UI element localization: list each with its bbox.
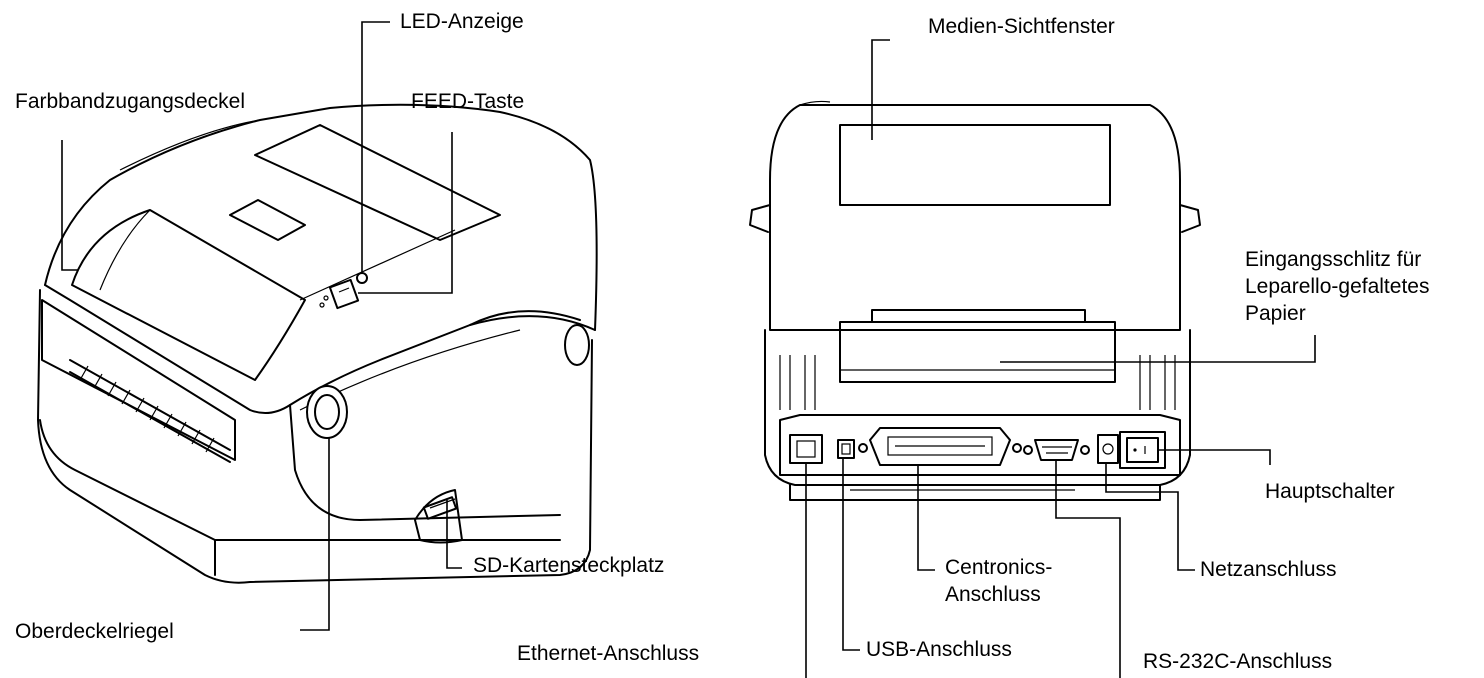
label-top-cover-latch: Oberdeckelriegel <box>15 620 174 643</box>
top-cover-latch <box>306 385 348 439</box>
label-fanfold-line-3: Papier <box>1245 302 1306 325</box>
label-usb-port: USB-Anschluss <box>866 638 1012 661</box>
label-fanfold-line-2: Leparello-gefaltetes <box>1245 275 1430 298</box>
led-indicator-icon <box>356 272 368 284</box>
rs232-port-icon <box>1034 439 1079 461</box>
front-base-shell <box>37 289 593 584</box>
label-power-jack: Netzanschluss <box>1200 558 1337 581</box>
label-media-window: Medien-Sichtfenster <box>928 15 1115 38</box>
usb-port-icon <box>837 439 855 459</box>
label-centronics-line-2: Anschluss <box>945 583 1041 606</box>
label-sd-card-slot: SD-Kartensteckplatz <box>473 554 665 577</box>
ethernet-port-icon <box>789 434 823 464</box>
label-led-indicator: LED-Anzeige <box>400 10 524 33</box>
front-top-lid <box>44 103 598 331</box>
front-paper-exit <box>69 359 231 463</box>
label-ethernet-port: Ethernet-Anschluss <box>517 642 700 665</box>
label-centronics-line-1: Centronics- <box>945 556 1053 579</box>
label-centronics-port: Centronics- Anschluss <box>945 554 1052 608</box>
label-feed-button: FEED-Taste <box>411 90 525 113</box>
power-jack-icon <box>1097 434 1119 464</box>
media-window <box>839 124 1111 206</box>
label-fanfold-slot: Eingangsschlitz für Leparello-gefaltetes… <box>1245 246 1429 327</box>
label-fanfold-line-1: Eingangsschlitz für <box>1245 248 1422 271</box>
ribbon-cover-panel <box>71 209 306 381</box>
printer-rear-view <box>749 100 1201 501</box>
label-power-switch: Hauptschalter <box>1265 480 1395 503</box>
feed-button-icon <box>328 278 360 310</box>
centronics-port-icon <box>869 427 1011 466</box>
label-rs232-port: RS-232C-Anschluss <box>1143 650 1333 673</box>
leader-lines <box>61 21 1316 678</box>
printer-front-view <box>37 103 598 584</box>
sd-card-slot <box>414 489 463 544</box>
rear-cover <box>769 104 1181 331</box>
power-switch-icon <box>1119 431 1166 469</box>
fanfold-paper-slot <box>839 309 1116 383</box>
label-ribbon-access-cover: Farbbandzugangsdeckel <box>15 90 245 113</box>
